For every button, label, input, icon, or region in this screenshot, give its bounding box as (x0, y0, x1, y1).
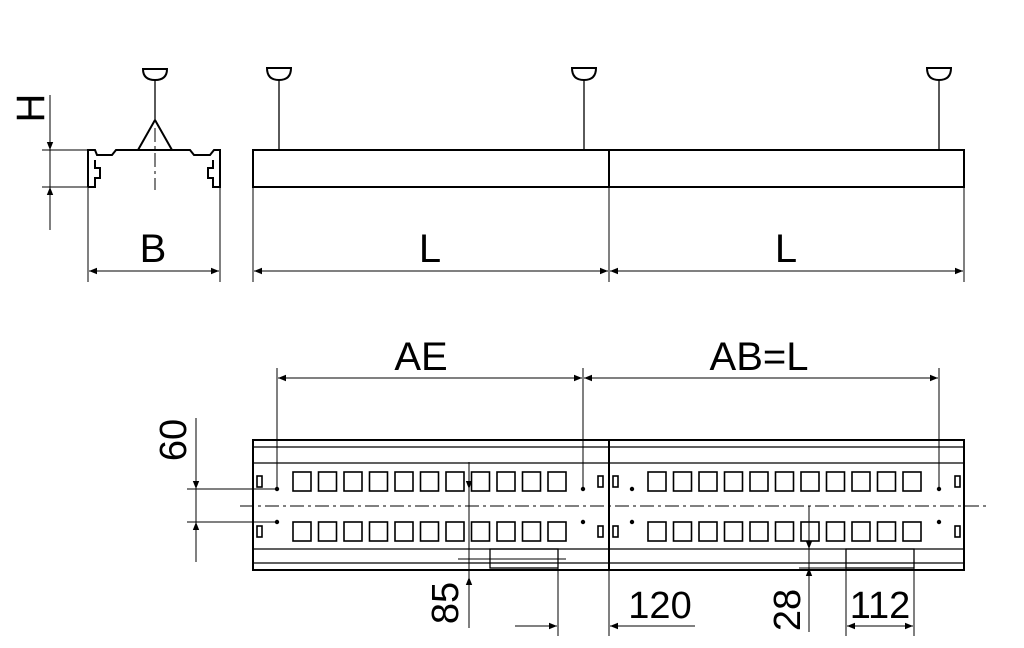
ae-label: AE (394, 335, 447, 379)
ab-label: AB=L (710, 335, 809, 379)
slot-hole (851, 521, 871, 542)
bottom-segment-1 (252, 439, 610, 571)
slot-hole (774, 471, 795, 492)
canopy-icon-3 (925, 67, 953, 82)
ceiling-canopy-icon (141, 68, 169, 82)
dim-120-label: 120 (628, 585, 691, 627)
slot-hole (672, 521, 693, 542)
dim-60-label: 60 (153, 419, 195, 461)
end-slot (597, 525, 604, 538)
slot-hole (749, 521, 769, 542)
slot-hole (445, 521, 465, 542)
mounting-hole-rows (256, 471, 961, 542)
length-label-2: L (775, 227, 797, 271)
side-view: L L (252, 67, 965, 282)
slot-hole (317, 521, 338, 542)
slot-hole (647, 471, 667, 492)
fixing-point (936, 519, 942, 525)
slot-hole (445, 471, 465, 492)
fitting-box-2 (845, 548, 915, 569)
slot-hole (902, 471, 922, 492)
slot-hole (800, 521, 820, 542)
end-slot (256, 525, 263, 538)
slot-hole (470, 521, 491, 542)
dim-112-label: 112 (850, 585, 911, 627)
end-slot (597, 475, 604, 488)
slot-hole (647, 521, 667, 542)
width-label: B (140, 227, 167, 271)
fixing-point (580, 519, 586, 525)
end-slot (612, 475, 619, 488)
slot-hole (800, 471, 820, 492)
luminaire-segment-1 (252, 149, 610, 188)
height-label: H (9, 94, 53, 123)
slot-hole (343, 471, 363, 492)
slot-hole (672, 471, 693, 492)
slot-hole (317, 471, 338, 492)
profile-outline (87, 149, 221, 188)
slot-hole (876, 471, 897, 492)
end-slot (954, 475, 961, 488)
slot-hole (521, 521, 542, 542)
slot-hole (292, 521, 312, 542)
fixing-point (936, 486, 942, 492)
slot-hole (774, 521, 795, 542)
bottom-segment-2 (608, 439, 965, 571)
slot-hole (902, 521, 922, 542)
end-slot (954, 525, 961, 538)
slot-hole (723, 471, 744, 492)
slot-hole (547, 471, 567, 492)
cross-section-view: H B (9, 68, 221, 282)
dim-28-label: 28 (767, 589, 809, 631)
slot-hole (368, 521, 389, 542)
slot-hole (547, 521, 567, 542)
canopy-icon-2 (570, 67, 598, 82)
slot-hole (521, 471, 542, 492)
fixing-point (580, 486, 586, 492)
slot-hole (394, 471, 414, 492)
end-slot (256, 475, 263, 488)
slot-hole (470, 471, 491, 492)
slot-hole (825, 471, 846, 492)
slot-hole (343, 521, 363, 542)
end-slot (612, 525, 619, 538)
fixing-point (629, 519, 635, 525)
slot-hole (368, 471, 389, 492)
dim-85-label: 85 (425, 582, 467, 624)
slot-hole (851, 471, 871, 492)
slot-hole (496, 471, 516, 492)
slot-hole (698, 471, 718, 492)
slot-hole (394, 521, 414, 542)
length-label-1: L (419, 227, 441, 271)
fixing-point (629, 486, 635, 492)
canopy-icon-1 (265, 67, 293, 82)
slot-hole (876, 521, 897, 542)
luminaire-segment-2 (608, 149, 965, 188)
slot-hole (419, 471, 440, 492)
slot-hole (496, 521, 516, 542)
slot-hole (825, 521, 846, 542)
slot-hole (749, 471, 769, 492)
slot-hole (292, 471, 312, 492)
slot-hole (698, 521, 718, 542)
bottom-view: AE AB=L 60 85 120 (153, 335, 990, 636)
slot-hole (723, 521, 744, 542)
slot-hole (419, 521, 440, 542)
